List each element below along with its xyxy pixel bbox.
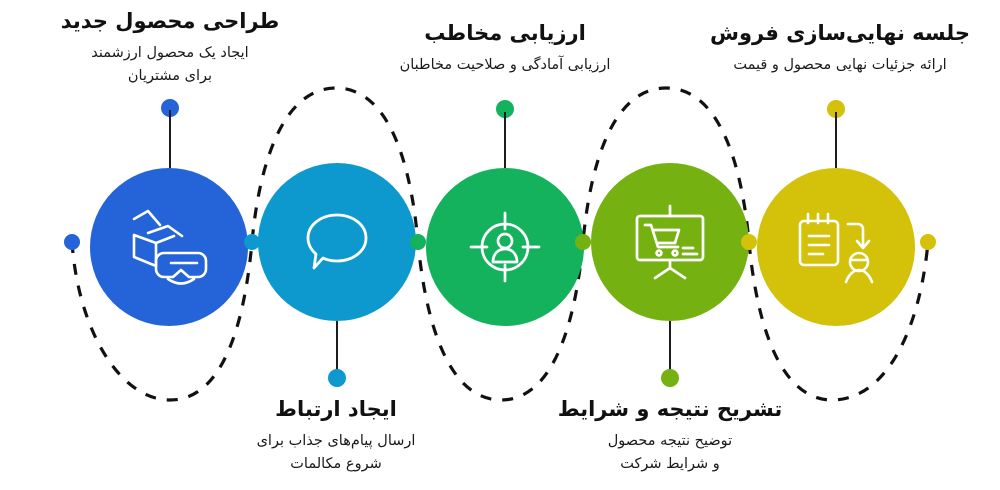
caption-create-connection: ایجاد ارتباط ارسال پیام‌های جذاب برای شر…: [186, 396, 486, 475]
step-title: ارزیابی مخاطب: [424, 21, 586, 45]
speech-bubble-icon: [306, 213, 368, 270]
step-knob: [328, 369, 346, 387]
step-description: ارسال پیام‌های جذاب برای شروع مکالمات: [256, 433, 416, 472]
notepad-arrow-person-icon: [798, 212, 874, 284]
open-box-vr-goggles-icon: [132, 209, 208, 285]
step-stem: [504, 112, 506, 168]
step-stem: [669, 321, 671, 373]
caption-design-new-product: طراحی محصول جدید ایجاد یک محصول ارزشمند …: [20, 8, 320, 87]
step-description: ارائه جزئیات نهایی محصول و قیمت: [733, 57, 947, 74]
step-knob: [661, 369, 679, 387]
caption-closing-meeting: جلسه نهایی‌سازی فروش ارائه جزئیات نهایی …: [685, 20, 995, 77]
step-knob: [827, 100, 845, 118]
step-title: جلسه نهایی‌سازی فروش: [710, 21, 970, 45]
step-stem: [835, 112, 837, 168]
person-target-icon: [469, 211, 541, 283]
caption-explain-outcome-terms: تشریح نتیجه و شرایط توضیح نتیجه محصول و …: [520, 396, 820, 475]
step-node-circle[interactable]: [757, 168, 915, 326]
step-description: ایجاد یک محصول ارزشمند برای مشتریان: [91, 45, 249, 84]
step-knob: [161, 99, 179, 117]
step-description: توضیح نتیجه محصول و شرایط شرکت: [607, 433, 733, 472]
step-description: ارزیابی آمادگی و صلاحیت مخاطبان: [399, 57, 611, 74]
presentation-cart-icon: [635, 204, 705, 280]
step-stem: [336, 321, 338, 373]
step-node-circle[interactable]: [426, 168, 584, 326]
step-stem: [169, 110, 171, 168]
step-title: ایجاد ارتباط: [275, 397, 397, 421]
caption-evaluate-prospect: ارزیابی مخاطب ارزیابی آمادگی و صلاحیت مخ…: [350, 20, 660, 77]
step-title: تشریح نتیجه و شرایط: [557, 397, 783, 421]
step-title: طراحی محصول جدید: [60, 9, 280, 33]
step-node-circle[interactable]: [591, 163, 749, 321]
connector-dot-end: [920, 234, 936, 250]
step-node-circle[interactable]: [258, 163, 416, 321]
connector-dot-start: [64, 234, 80, 250]
step-knob: [496, 100, 514, 118]
step-node-circle[interactable]: [90, 168, 248, 326]
